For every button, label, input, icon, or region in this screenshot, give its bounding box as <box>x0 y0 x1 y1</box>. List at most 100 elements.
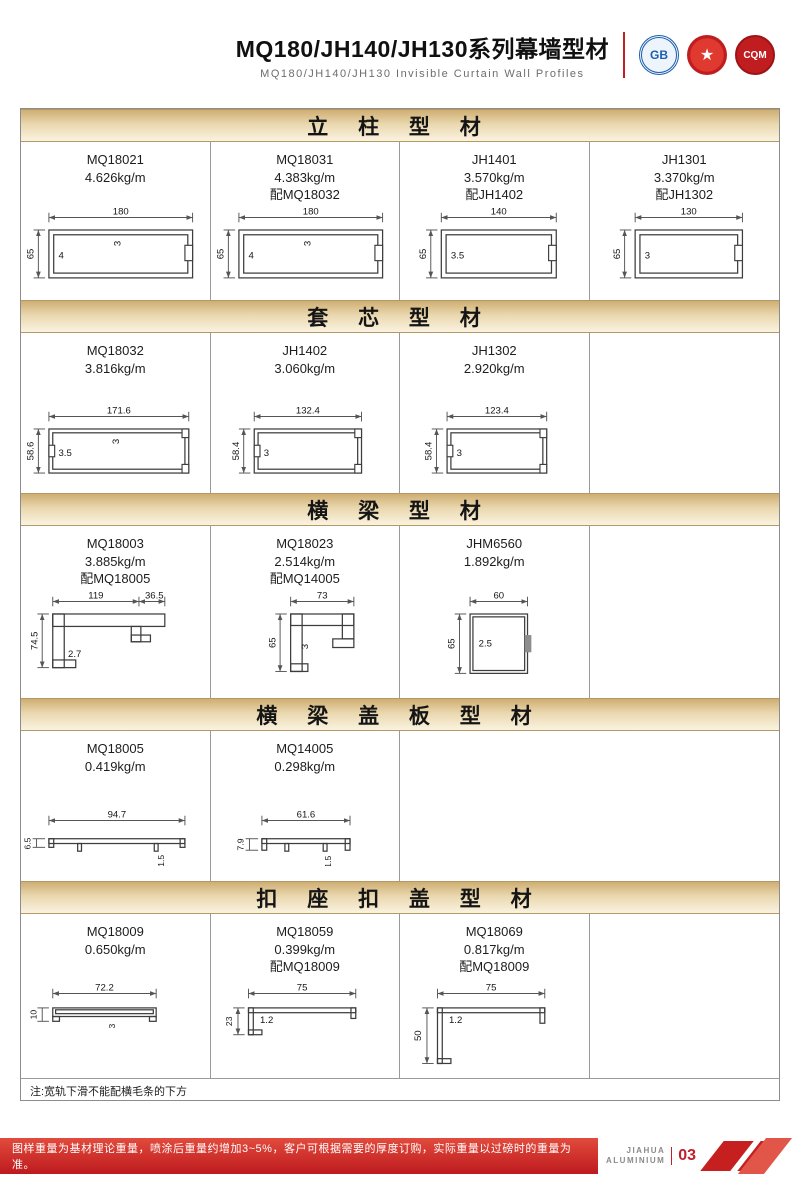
profile-cell-jh1301: JH1301 3.370kg/m 配JH1302 130 65 <box>590 142 780 300</box>
profile-mate: 配JH1402 <box>465 187 524 203</box>
profile-cell-mq18032: MQ18032 3.816kg/m 171.6 58.6 <box>21 333 211 493</box>
profile-outline <box>48 838 186 852</box>
dim-width: 180 <box>303 207 319 218</box>
profile-weight: 1.892kg/m <box>463 553 525 569</box>
dim-vertical: 6.5 <box>24 837 46 850</box>
dim-horizontal: 130 <box>634 207 744 223</box>
profile-cell-mq18021: MQ18021 4.626kg/m 180 65 <box>21 142 211 300</box>
dim-thickness1: 3 <box>107 1023 117 1028</box>
section-header-columns: 立 柱 型 材 <box>21 109 779 142</box>
dim-horizontal: 180 <box>238 207 383 223</box>
dim-height: 50 <box>413 1030 424 1041</box>
profile-outline <box>238 229 383 279</box>
empty-cell <box>590 526 780 698</box>
cqm-certification-icon: CQM <box>735 35 775 75</box>
dim-thickness1: 1.5 <box>156 855 166 866</box>
profile-cell-mq18005: MQ18005 0.419kg/m 94.7 6.5 <box>21 731 211 881</box>
dim-vertical: 65 <box>447 613 467 674</box>
profile-mate: 配MQ18009 <box>459 959 530 975</box>
profile-weight: 0.817kg/m <box>463 941 525 957</box>
dim-horizontal: 60 <box>469 591 529 607</box>
profile-label: MQ18005 0.419kg/m <box>23 740 208 794</box>
profile-code: MQ18059 <box>276 924 334 939</box>
profile-label: MQ18031 4.383kg/m 配MQ18032 <box>213 151 398 205</box>
profile-weight: 4.383kg/m <box>274 169 336 185</box>
profile-mate: 配MQ18005 <box>80 571 151 587</box>
profile-mate: 配JH1302 <box>655 187 714 203</box>
profile-drawing-mq18021: 180 65 4 3 <box>26 207 194 279</box>
profile-label: MQ18023 2.514kg/m 配MQ14005 <box>213 535 398 589</box>
page-subtitle: MQ180/JH140/JH130 Invisible Curtain Wall… <box>260 68 585 80</box>
dim-thickness1: 1.2 <box>449 1015 462 1026</box>
profile-code: MQ18003 <box>86 536 144 551</box>
profile-code: MQ18069 <box>465 924 523 939</box>
section-title: 横 梁 盖 板 型 材 <box>256 704 544 728</box>
profile-drawing-mq18032: 171.6 58.6 3.5 3 <box>26 406 190 474</box>
dim-width: 73 <box>317 591 328 602</box>
dim-vertical: 58.6 <box>26 428 46 474</box>
section-header-cores: 套 芯 型 材 <box>21 300 779 333</box>
dim-width: 123.4 <box>485 406 510 417</box>
profile-mate: 配MQ18009 <box>269 959 340 975</box>
profile-drawing-jhm6560: 60 65 2.5 <box>447 591 532 675</box>
page-number: 03 <box>678 1147 697 1164</box>
dim-thickness1: 3.5 <box>451 251 464 262</box>
dim-vertical: 23 <box>224 1007 245 1036</box>
profile-code: JH1302 <box>471 343 517 358</box>
dim-vertical: 10 <box>29 1007 50 1022</box>
profile-drawing-mq18069: 75 50 1.2 <box>413 983 546 1065</box>
section-header-beams: 横 梁 型 材 <box>21 493 779 526</box>
dim-thickness1: 2.7 <box>68 649 81 660</box>
dim-horizontal: 140 <box>441 207 557 223</box>
dim-horizontal: 72.2 <box>52 983 157 999</box>
profile-outline <box>469 613 532 675</box>
profile-outline <box>253 428 362 474</box>
dim-width2: 36.5 <box>145 591 164 602</box>
profile-label: JH1402 3.060kg/m <box>213 342 398 396</box>
brand-line1: JIAHUA <box>626 1145 666 1155</box>
profile-label: MQ18059 0.399kg/m 配MQ18009 <box>213 923 398 977</box>
profile-label: MQ18009 0.650kg/m <box>23 923 208 977</box>
profile-cell-mq18009: MQ18009 0.650kg/m 72.2 10 3 <box>21 914 211 1078</box>
profile-weight: 2.920kg/m <box>463 360 525 376</box>
dim-vertical: 65 <box>26 229 46 279</box>
profile-outline <box>437 1007 546 1065</box>
footer-disclaimer-text: 图样重量为基材理论重量，喷涂后重量约增加3~5%，客户可根据需要的厚度订购，实际… <box>12 1143 572 1171</box>
dim-vertical: 7.9 <box>235 838 258 851</box>
dim-thickness1: 1.2 <box>260 1015 273 1026</box>
dim-height: 74.5 <box>30 631 41 650</box>
profile-cell-jh1401: JH1401 3.570kg/m 配JH1402 140 65 <box>400 142 590 300</box>
profile-mate: 配MQ18032 <box>269 187 340 203</box>
dim-height: 6.5 <box>24 837 33 849</box>
dim-thickness1: 3 <box>457 448 462 459</box>
dim-width: 60 <box>494 591 505 602</box>
dim-horizontal: 75 <box>247 983 356 999</box>
gb-certification-icon: GB <box>639 35 679 75</box>
profile-code: MQ18005 <box>86 741 144 756</box>
profile-drawing-jh1302: 123.4 58.4 3 <box>424 406 548 474</box>
profile-weight: 3.885kg/m <box>84 553 146 569</box>
footer-decoration <box>696 1138 800 1174</box>
dim-width: 75 <box>297 983 308 994</box>
profile-weight: 4.626kg/m <box>84 169 146 185</box>
profile-code: MQ18031 <box>276 152 334 167</box>
profile-code: JH1301 <box>661 152 707 167</box>
dim-thickness1: 3 <box>300 644 311 649</box>
profile-cell-jhm6560: JHM6560 1.892kg/m 60 65 2.5 <box>400 526 590 698</box>
section-title: 扣 座 扣 盖 型 材 <box>256 887 544 911</box>
profile-drawing-jh1301: 130 65 3 <box>612 207 744 279</box>
section-title: 横 梁 型 材 <box>307 499 493 523</box>
profile-weight: 0.650kg/m <box>84 941 146 957</box>
brand-name: JIAHUA ALUMINIUM <box>606 1146 665 1167</box>
dim-thickness2: 3 <box>111 439 122 444</box>
dim-vertical: 65 <box>267 613 287 672</box>
dim-horizontal: 75 <box>437 983 546 999</box>
page-header: MQ180/JH140/JH130系列幕墙型材 MQ180/JH140/JH13… <box>0 0 800 84</box>
profile-drawing-mq18023: 73 65 3 <box>267 591 355 673</box>
profile-outline <box>48 428 190 474</box>
profile-weight: 3.816kg/m <box>84 360 146 376</box>
profile-mate: 配MQ14005 <box>269 571 340 587</box>
certification-logos: GB ★ CQM <box>639 35 775 75</box>
profile-drawing-mq18005: 94.7 6.5 1.5 <box>24 810 186 866</box>
brand-line2: ALUMINIUM <box>606 1156 666 1165</box>
